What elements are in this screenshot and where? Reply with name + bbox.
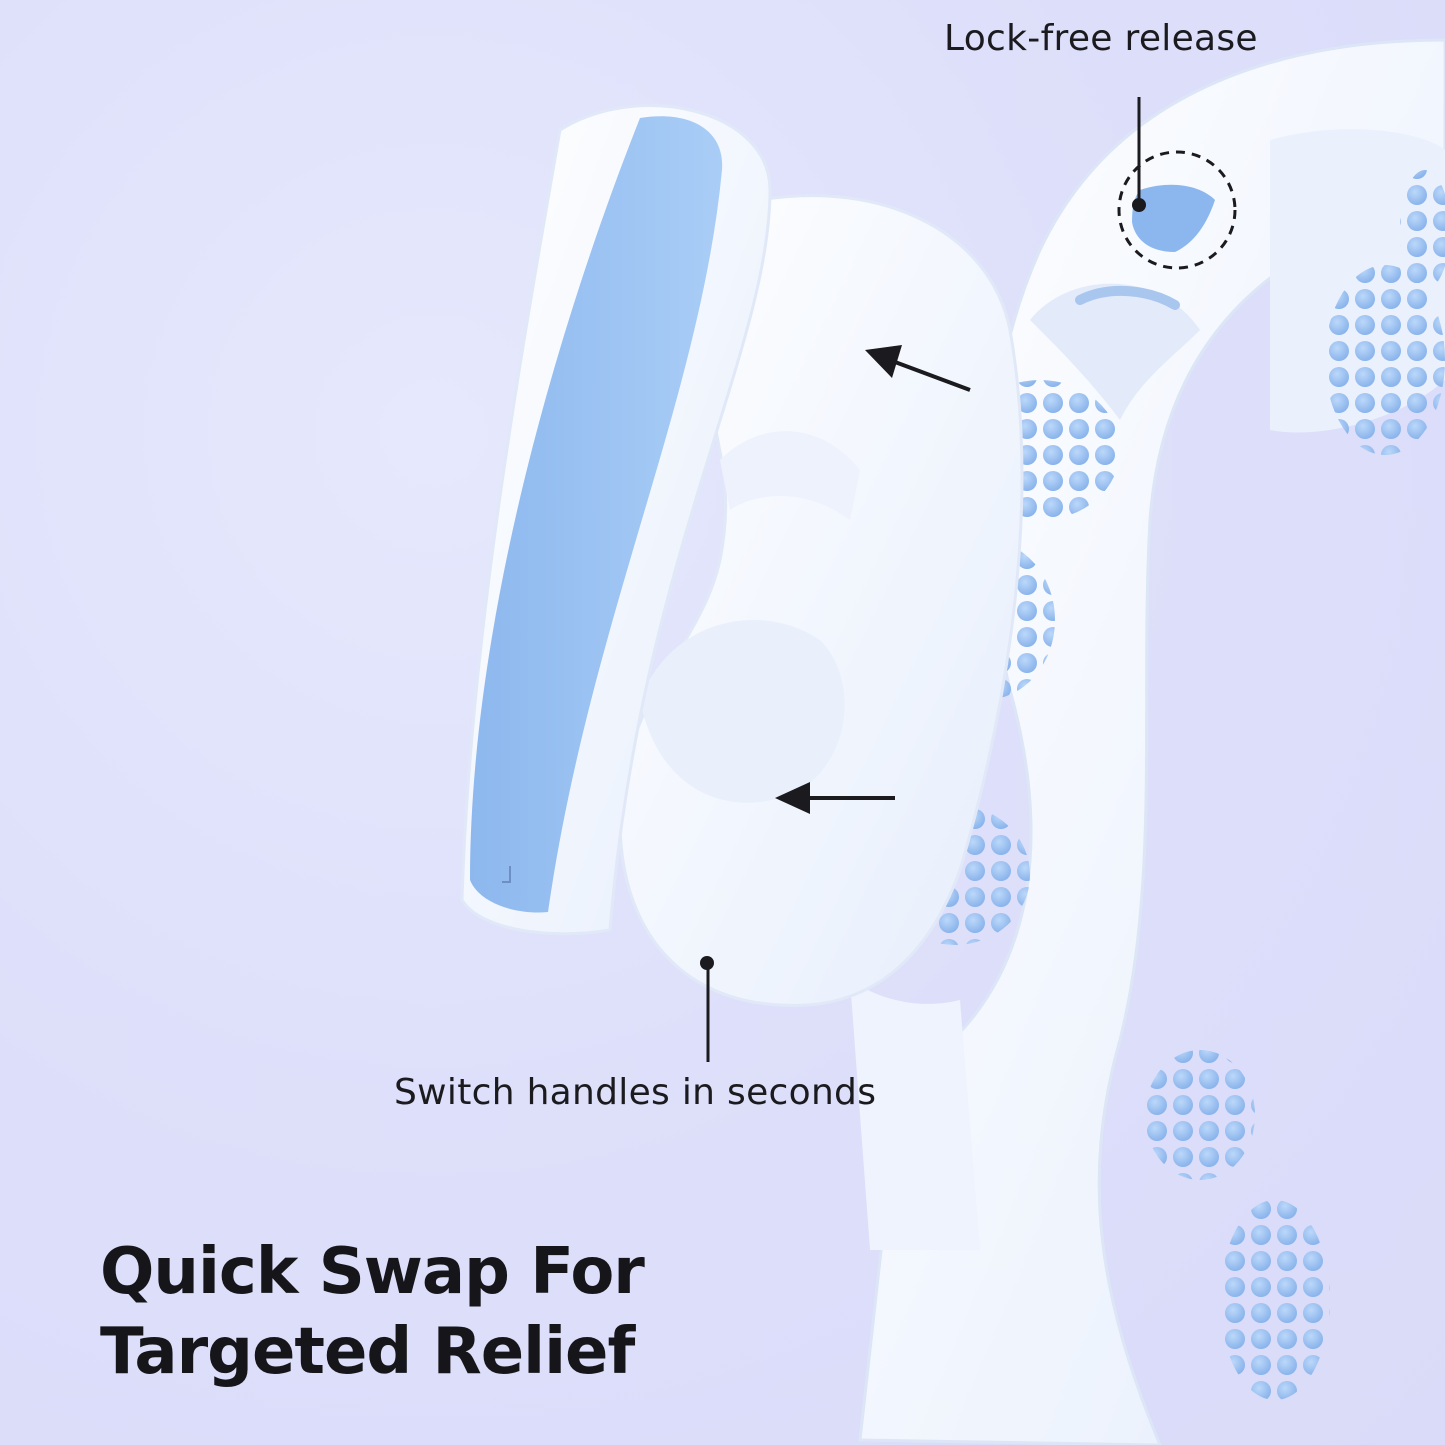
arrow-left-icon	[865, 345, 971, 392]
lock-free-release-label: Lock-free release	[944, 18, 1258, 59]
arrow-left-icon	[775, 782, 895, 814]
release-button-icon	[1132, 184, 1215, 252]
blue-grip	[470, 116, 723, 913]
lock-free-release-marker	[1117, 97, 1237, 270]
headline-line-2: Targeted Relief	[100, 1315, 635, 1389]
leader-dot	[1132, 198, 1146, 212]
switch-handles-label: Switch handles in seconds	[394, 1072, 877, 1113]
headline: Quick Swap For Targeted Relief	[100, 1232, 645, 1392]
headline-line-1: Quick Swap For	[100, 1235, 645, 1309]
switch-handles-marker	[700, 956, 714, 1062]
front-handle	[460, 104, 772, 936]
dashed-circle-highlight-icon	[1117, 150, 1237, 270]
